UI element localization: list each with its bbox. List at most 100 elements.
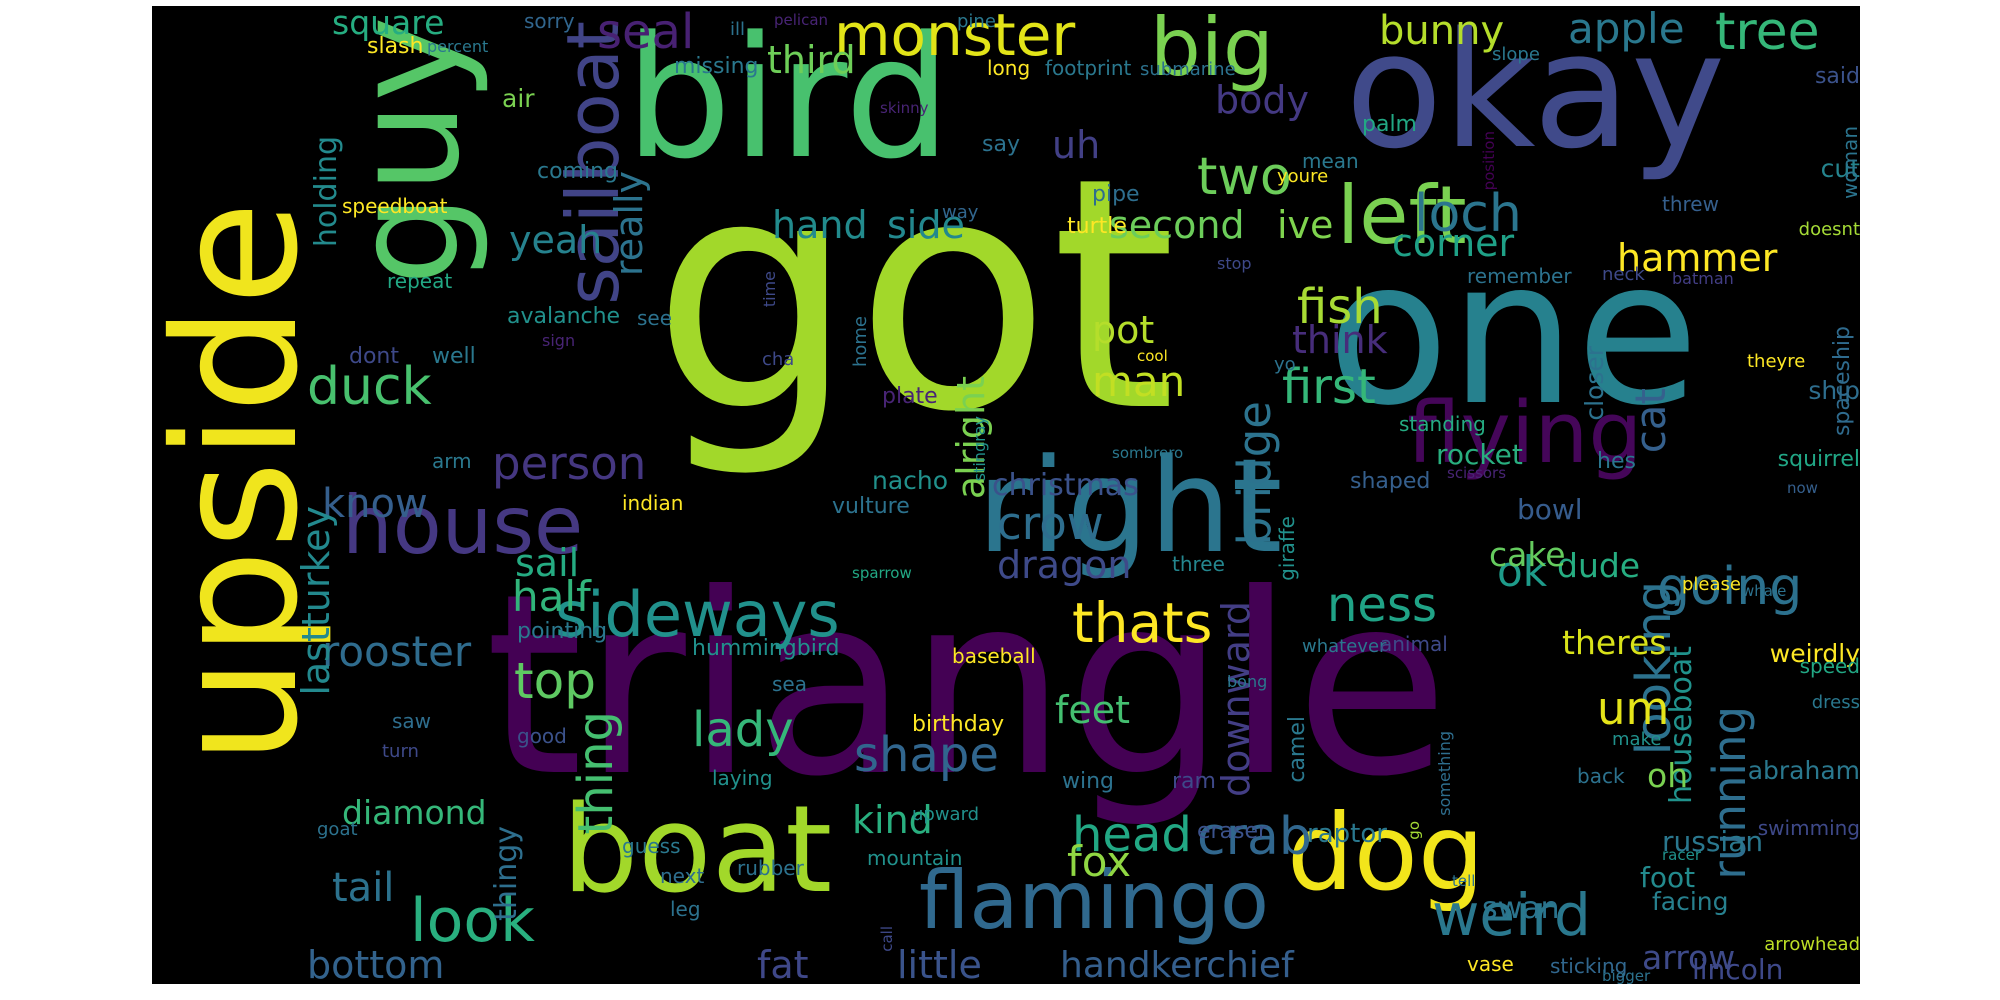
word-abraham: abraham	[1747, 756, 1860, 785]
word-theres: theres	[1562, 623, 1667, 662]
word-bowl: bowl	[1517, 493, 1583, 526]
word-swan: swan	[1482, 891, 1560, 926]
word-palm: palm	[1362, 112, 1417, 137]
word-duck: duck	[307, 357, 432, 417]
word-dress: dress	[1811, 692, 1860, 713]
word-dont: dont	[349, 344, 399, 369]
word-wing: wing	[1062, 769, 1115, 794]
word-go: go	[1405, 821, 1423, 840]
word-giraffe: giraffe	[1275, 516, 1299, 581]
word-saw: saw	[392, 709, 432, 733]
word-remember: remember	[1467, 264, 1572, 288]
word-weird: weird	[1432, 881, 1591, 949]
word-time: time	[760, 271, 779, 308]
word-turn: turn	[382, 741, 419, 762]
word-uh: uh	[1052, 123, 1101, 167]
word-skinny: skinny	[880, 99, 929, 117]
word-feet: feet	[1055, 688, 1131, 732]
word-um: um	[1597, 682, 1670, 735]
word-nacho: nacho	[872, 466, 949, 495]
word-thing: thing	[568, 711, 624, 835]
word-baseball: baseball	[952, 644, 1036, 668]
word-really: really	[607, 171, 651, 277]
word-side: side	[887, 203, 965, 247]
word-flamingo: flamingo	[919, 854, 1269, 947]
word-leg: leg	[670, 897, 701, 921]
word-neck: neck	[1602, 264, 1645, 285]
word-raptor: raptor	[1307, 819, 1387, 849]
word-sorry: sorry	[524, 9, 575, 33]
word-closer: closer	[1580, 346, 1609, 421]
word-please: please	[1682, 574, 1741, 595]
word-pot: pot	[1092, 308, 1155, 352]
word-facing: facing	[1652, 887, 1729, 916]
word-sombrero: sombrero	[1112, 444, 1184, 462]
word-seal: seal	[597, 6, 695, 60]
word-house: house	[342, 479, 584, 572]
word-percent: percent	[427, 37, 489, 56]
word-fat: fat	[757, 943, 809, 984]
word-slash: slash	[367, 34, 424, 59]
word-stop: stop	[1217, 254, 1252, 273]
word-squirrel: squirrel	[1777, 447, 1860, 472]
word-flying: flying	[1407, 384, 1643, 483]
word-bridge: bridge	[1228, 401, 1281, 546]
word-bong: bong	[1227, 672, 1268, 691]
word-bigger: bigger	[1602, 967, 1651, 984]
word-thingy: thingy	[489, 826, 524, 921]
word-turtle: turtle	[1067, 214, 1127, 239]
word-ive: ive	[1277, 203, 1334, 247]
word-handkerchief: handkerchief	[1060, 945, 1294, 984]
word-youre: youre	[1277, 166, 1329, 187]
word-yeah: yeah	[509, 218, 603, 262]
word-russian: russian	[1662, 825, 1764, 858]
word-shape: shape	[854, 727, 999, 783]
word-say: say	[982, 132, 1020, 157]
word-oh: oh	[1647, 756, 1689, 795]
word-one: one	[1327, 217, 1700, 450]
word-well: well	[432, 344, 476, 369]
word-eraser: eraser	[1197, 819, 1268, 844]
word-cha: cha	[762, 349, 795, 370]
word-cat: cat	[1626, 388, 1675, 454]
word-speed: speed	[1799, 654, 1860, 678]
word-speedboat: speedboat	[342, 194, 448, 218]
word-standing: standing	[1399, 412, 1486, 436]
word-laying: laying	[712, 766, 773, 790]
word-second: second	[1109, 203, 1245, 247]
word-mean: mean	[1302, 149, 1359, 173]
word-lincoln: lincoln	[1692, 953, 1784, 984]
word-kind: kind	[852, 798, 933, 842]
word-doesnt: doesnt	[1798, 219, 1860, 240]
word-crow: crow	[997, 497, 1104, 550]
word-sticking: sticking	[1550, 954, 1628, 978]
word-yo: yo	[1274, 354, 1296, 375]
word-corner: corner	[1392, 221, 1515, 265]
word-diamond: diamond	[342, 793, 487, 832]
word-repeat: repeat	[387, 269, 453, 293]
word-ness: ness	[1327, 577, 1437, 633]
word-missing: missing	[674, 54, 759, 79]
word-vase: vase	[1467, 952, 1514, 976]
word-see: see	[637, 306, 673, 330]
word-person: person	[492, 437, 647, 490]
word-ok: ok	[1497, 547, 1548, 596]
word-plate: plate	[882, 384, 938, 409]
word-way: way	[942, 202, 979, 223]
word-loch: loch	[1414, 184, 1522, 244]
word-make: make	[1612, 729, 1662, 750]
word-pointing: pointing	[517, 619, 608, 644]
word-sea: sea	[772, 672, 807, 696]
word-boat: boat	[562, 781, 833, 920]
word-now: now	[1787, 479, 1818, 497]
word-back: back	[1577, 764, 1625, 788]
word-call: call	[878, 926, 896, 952]
word-position: position	[1480, 131, 1498, 191]
word-little: little	[897, 943, 982, 984]
word-theyre: theyre	[1747, 351, 1806, 372]
word-big: big	[1150, 6, 1274, 94]
word-fox: fox	[1067, 837, 1132, 886]
word-home: home	[850, 316, 871, 368]
word-got: got	[652, 110, 1177, 482]
